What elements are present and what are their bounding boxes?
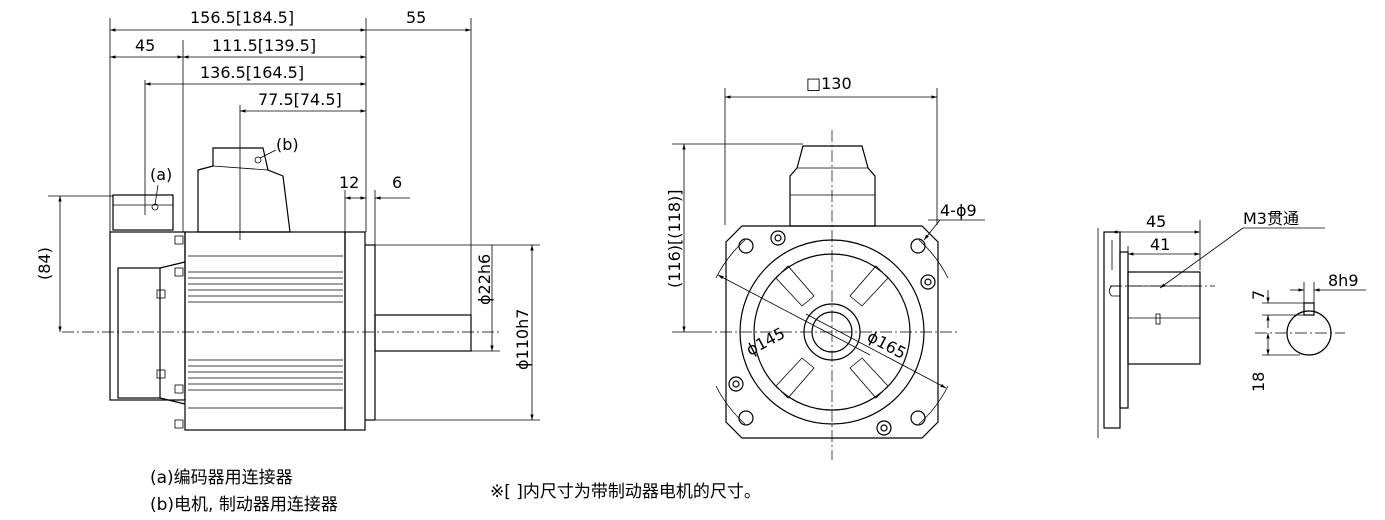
dim-7: 7 [1249, 290, 1268, 300]
dim-height-116: (116)[(118)] [665, 189, 684, 288]
dim-connector: 45 [135, 36, 155, 55]
legend-b: (b)电机, 制动器用连接器 [150, 495, 338, 515]
legend-a: (a)编码器用连接器 [150, 468, 293, 488]
label-a: (a) [150, 165, 172, 184]
dim-45: 45 [1146, 212, 1166, 231]
dim-connector-b: 136.5[164.5] [200, 63, 304, 82]
front-view: □130 [665, 74, 985, 460]
dim-connector-b2: 77.5[74.5] [258, 90, 342, 109]
label-b: (b) [276, 135, 299, 154]
dim-key-8h9: 8h9 [1328, 271, 1359, 290]
dim-spigot-diameter: ϕ110h7 [513, 309, 532, 370]
legend-note: ※[ ]内尺寸为带制动器电机的尺寸。 [490, 482, 761, 502]
dim-flange-12: 12 [339, 173, 359, 192]
dim-18: 18 [1249, 372, 1268, 392]
dim-height-84: (84) [35, 247, 54, 280]
dim-shaft-diameter: ϕ22h6 [475, 254, 494, 305]
dim-spigot-6: 6 [392, 173, 402, 192]
shaft-detail: 45 41 M3贯通 7 18 8h9 [1097, 209, 1366, 438]
dim-total: 156.5[184.5] [190, 8, 294, 27]
legend: (a)编码器用连接器 (b)电机, 制动器用连接器 ※[ ]内尺寸为带制动器电机… [150, 468, 761, 515]
dim-pcd-145: ϕ145 [743, 323, 788, 359]
dim-41: 41 [1150, 235, 1170, 254]
dim-square-130: □130 [806, 74, 852, 93]
side-view: 156.5[184.5] 55 45 111.5[139.5] 136.5[16… [35, 8, 540, 431]
dim-body: 111.5[139.5] [212, 36, 316, 55]
dim-thread: M3贯通 [1243, 209, 1299, 228]
dim-shaft: 55 [406, 8, 426, 27]
dim-holes: 4-ϕ9 [940, 201, 977, 220]
